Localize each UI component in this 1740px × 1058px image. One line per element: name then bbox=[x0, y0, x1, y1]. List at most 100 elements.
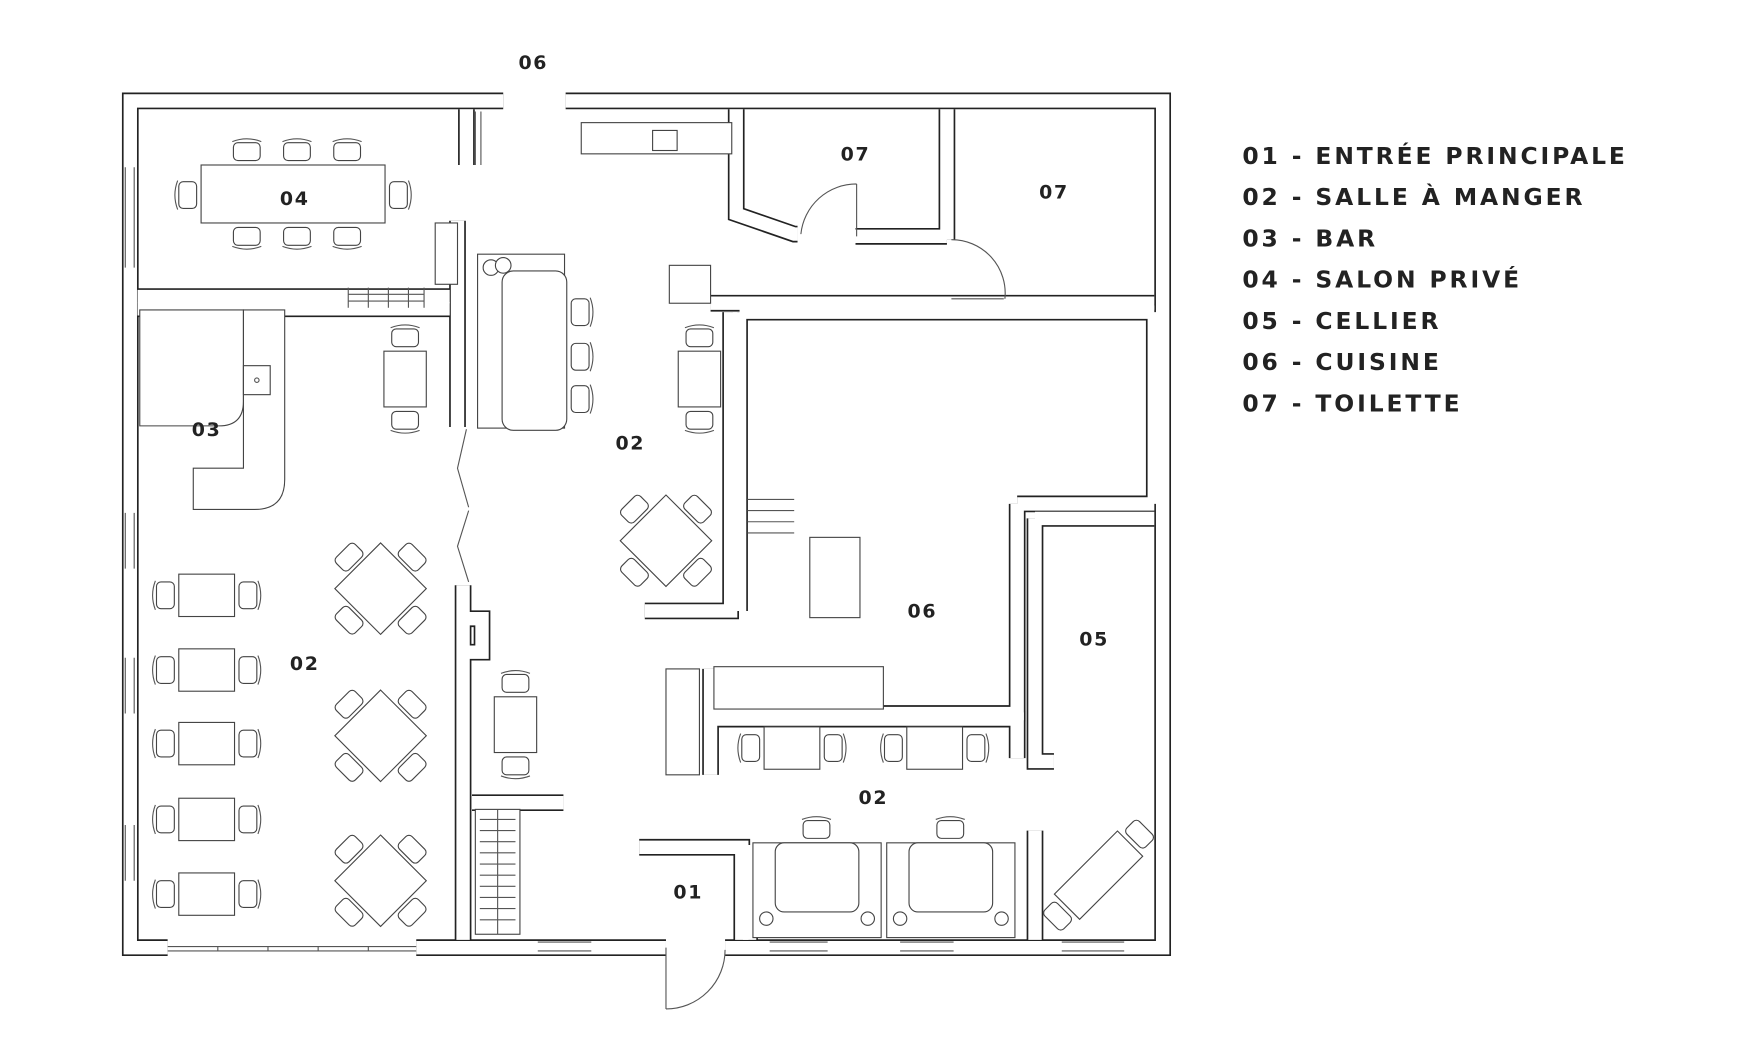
chair-seat bbox=[238, 880, 258, 909]
chair bbox=[152, 580, 175, 611]
chair bbox=[334, 542, 364, 572]
chair-back bbox=[152, 580, 156, 611]
chair-back bbox=[332, 245, 362, 250]
chair bbox=[152, 655, 175, 685]
chair-back bbox=[232, 245, 262, 250]
chair bbox=[238, 879, 262, 909]
table bbox=[178, 573, 236, 618]
legend-item: 06 - CUISINE bbox=[1242, 348, 1441, 376]
chair-back bbox=[282, 245, 312, 250]
chair bbox=[683, 557, 712, 587]
chair bbox=[801, 816, 832, 839]
chair-back bbox=[589, 384, 594, 414]
chair-seat bbox=[397, 542, 427, 572]
room-label-kitchen-entry: 06 bbox=[518, 52, 548, 74]
chair bbox=[390, 324, 420, 348]
chair-back bbox=[500, 670, 531, 674]
chair bbox=[232, 138, 262, 162]
booth-table bbox=[774, 842, 860, 913]
chair bbox=[570, 297, 594, 327]
chair bbox=[238, 804, 262, 835]
legend-item: 02 - SALLE À MANGER bbox=[1242, 183, 1585, 211]
room-label-bar: 03 bbox=[192, 419, 222, 441]
chair-seat bbox=[333, 226, 362, 246]
doors bbox=[456, 111, 1006, 1010]
chair bbox=[966, 733, 990, 763]
chair bbox=[684, 410, 715, 434]
chair-seat bbox=[570, 342, 590, 371]
chair-back bbox=[257, 804, 262, 835]
chair-seat bbox=[334, 834, 364, 864]
fixtures bbox=[124, 111, 1155, 1010]
chair-back bbox=[152, 655, 156, 685]
chair-seat bbox=[823, 734, 843, 763]
chair-seat bbox=[397, 834, 427, 864]
chair bbox=[232, 226, 262, 250]
chair bbox=[334, 752, 364, 782]
chair-back bbox=[257, 728, 262, 759]
booth-table bbox=[908, 842, 994, 913]
chair-seat bbox=[397, 689, 427, 719]
chair-seat bbox=[802, 819, 831, 839]
chair-seat bbox=[397, 605, 427, 635]
table bbox=[677, 350, 722, 408]
chair bbox=[388, 180, 412, 210]
bar-counter bbox=[139, 309, 286, 511]
chair-seat bbox=[883, 734, 903, 763]
room-label-cellar: 05 bbox=[1079, 629, 1109, 651]
legend-item: 03 - BAR bbox=[1242, 224, 1378, 252]
room-label-dining-center: 02 bbox=[615, 432, 645, 454]
chair-back bbox=[589, 297, 594, 327]
chair bbox=[1125, 819, 1155, 849]
chair bbox=[397, 897, 427, 927]
chair-back bbox=[257, 879, 262, 909]
chair-seat bbox=[685, 328, 714, 348]
chair bbox=[238, 580, 262, 611]
chair bbox=[282, 138, 312, 162]
table-square bbox=[334, 689, 428, 783]
table bbox=[200, 164, 386, 224]
chair bbox=[152, 804, 175, 835]
chair bbox=[334, 605, 364, 635]
chair-back bbox=[257, 655, 262, 685]
chair-back bbox=[332, 138, 362, 143]
chair-seat bbox=[501, 756, 530, 776]
table-square bbox=[334, 542, 428, 636]
room-label-dining-bottom: 02 bbox=[858, 787, 888, 809]
chair-seat bbox=[741, 734, 761, 763]
chair-seat bbox=[334, 897, 364, 927]
chair bbox=[397, 542, 427, 572]
chair-back bbox=[232, 138, 262, 143]
table bbox=[178, 872, 236, 916]
chair bbox=[823, 733, 847, 763]
salon-door bbox=[474, 111, 482, 165]
room-label-salon: 04 bbox=[280, 188, 310, 210]
chair bbox=[397, 605, 427, 635]
chair-back bbox=[684, 324, 715, 329]
room-label-entrance: 01 bbox=[673, 882, 703, 904]
chair-seat bbox=[283, 142, 311, 162]
coat-rack bbox=[474, 808, 521, 935]
chair-seat bbox=[238, 656, 258, 684]
chair bbox=[684, 324, 715, 348]
chair-seat bbox=[685, 410, 714, 430]
wall-fill bbox=[639, 840, 749, 940]
table bbox=[334, 542, 428, 636]
wall-fill bbox=[729, 109, 798, 241]
chair bbox=[397, 689, 427, 719]
chair-seat bbox=[1125, 819, 1155, 849]
chair-seat bbox=[333, 142, 362, 162]
legend-item: 01 - ENTRÉE PRINCIPALE bbox=[1242, 142, 1627, 170]
chair-seat bbox=[155, 880, 175, 909]
chair-back bbox=[174, 180, 179, 210]
wall-fill bbox=[565, 94, 1170, 955]
chair bbox=[334, 834, 364, 864]
chair bbox=[500, 670, 531, 693]
chair-back bbox=[842, 733, 847, 763]
wall-fill bbox=[710, 712, 1024, 759]
chair-seat bbox=[238, 805, 258, 834]
plant bbox=[494, 256, 512, 274]
chair bbox=[397, 834, 427, 864]
table bbox=[763, 726, 821, 770]
